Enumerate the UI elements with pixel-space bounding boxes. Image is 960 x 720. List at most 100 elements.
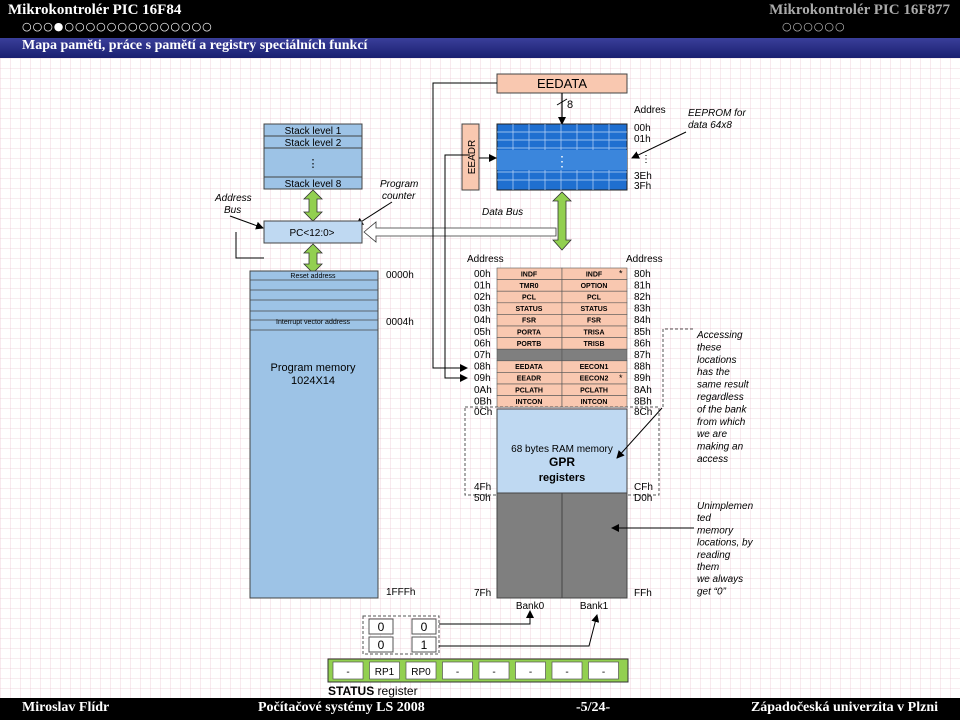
sfr-reg-bank0: TMR0 <box>519 283 538 290</box>
sfr-addr-right: 84h <box>634 315 651 326</box>
left-nav-dots[interactable]: ○○○●○○○○○○○○○○○○○○ <box>22 20 213 33</box>
rp-dashed-box <box>362 615 440 655</box>
rp-row1-rp0: 0 <box>421 620 428 634</box>
sfr-reg-bank0: INDF <box>521 271 538 278</box>
rp-row2-rp0: 1 <box>421 638 428 652</box>
accessing-note-line: from which <box>697 417 746 428</box>
address-bus-arrow <box>229 215 264 230</box>
sfr-addr-right: 83h <box>634 304 651 315</box>
bus-width-label: 8 <box>567 99 573 111</box>
gpr-addr-0ch: 0Ch <box>474 407 492 418</box>
status-bit-cell <box>588 661 619 680</box>
unimpl-bank1 <box>561 492 628 599</box>
rp-row1-bit2 <box>411 618 437 635</box>
program-memory <box>249 270 379 599</box>
right-title[interactable]: Mikrokontrolér PIC 16F877 <box>769 2 950 18</box>
rp-row2-rp1: 0 <box>378 638 385 652</box>
address-bus-label-2: Bus <box>224 205 241 216</box>
sfr-reg-bank1: INTCON <box>581 399 608 406</box>
rp-row1-bit1 <box>368 618 394 635</box>
stack-level-1: Stack level 1 <box>285 126 342 137</box>
status-bit-label: - <box>492 667 495 678</box>
sfr-addr-right: 86h <box>634 338 651 349</box>
sfr-reg-bank0: EEDATA <box>515 364 543 371</box>
section-bar: Mapa paměti, práce s pamětí a registry s… <box>0 38 960 58</box>
gpr-addr-d0h: D0h <box>634 493 652 504</box>
unimpl-bank0 <box>496 492 563 599</box>
unimpl-note-line: reading <box>697 550 731 561</box>
footer-course: Počítačové systémy LS 2008 <box>258 700 425 715</box>
status-bit-label: - <box>346 667 349 678</box>
eeprom-addr-01h: 01h <box>634 134 651 145</box>
eeadr-label: EEADR <box>467 140 478 174</box>
accessing-note-line: Accessing <box>696 330 743 341</box>
stack-ellipsis: ⋮ <box>308 158 319 170</box>
sfr-addr-left: 06h <box>474 338 491 349</box>
sfr-reg-bank1: INDF <box>586 271 603 278</box>
accessing-note-line: same result <box>697 380 750 391</box>
stack-box <box>263 123 363 190</box>
eeadr-box <box>461 123 480 191</box>
left-title[interactable]: Mikrokontrolér PIC 16F84 <box>8 2 182 18</box>
status-bit-cell <box>551 661 583 680</box>
eeprom-note-line1: EEPROM for <box>688 108 746 119</box>
status-bit-label: RP1 <box>375 667 395 678</box>
gpr-registers-label: registers <box>539 472 585 484</box>
right-nav-dots[interactable]: ○○○○○○ <box>782 20 846 33</box>
memory-map-diagram: EEDATA 8 EEADR ⋮ Addres 00h 01h 3Eh 3Fh … <box>0 58 960 698</box>
status-register-caption: STATUS register <box>328 684 418 698</box>
sfr-star-mark: * <box>619 373 623 383</box>
sfr-cell-bank1 <box>561 348 628 362</box>
sfr-addr-right: 8Ah <box>634 385 652 396</box>
sfr-addr-left: 00h <box>474 269 491 280</box>
sfr-addr-left: 0Bh <box>474 396 492 407</box>
sfr-reg-bank1: TRISA <box>584 329 605 336</box>
sfr-reg-bank1: EECON1 <box>580 364 609 371</box>
program-memory-rows <box>250 279 378 331</box>
sfr-cell-bank0 <box>496 348 563 362</box>
gpr-title: 68 bytes RAM memory <box>511 444 613 455</box>
status-bit-label: - <box>565 667 568 678</box>
sfr-addr-right: 85h <box>634 327 651 338</box>
program-memory-label-1: Program memory <box>271 362 356 374</box>
unimpl-note-line: them <box>697 562 719 573</box>
status-bit-label: - <box>529 667 532 678</box>
gpr-label: GPR <box>549 455 575 469</box>
sfr-cell-bank1 <box>561 395 628 408</box>
accessing-note-line: we are <box>697 429 727 440</box>
sfr-addr-left: 0Ah <box>474 385 492 396</box>
pc-box <box>263 220 363 244</box>
rp-row2-bit2 <box>411 636 437 653</box>
sfr-reg-bank1: OPTION <box>581 283 608 290</box>
status-bit-cell <box>332 661 364 680</box>
eeprom-cells <box>497 124 627 190</box>
gpr-addr-cfh: CFh <box>634 482 653 493</box>
unimpl-note-line: memory <box>697 525 734 536</box>
sfr-reg-bank0: INTCON <box>516 399 543 406</box>
sfr-reg-bank1: PCL <box>587 295 602 302</box>
sfr-addr-right: 8Bh <box>634 396 652 407</box>
gpr-addr-7fh: 7Fh <box>474 588 491 599</box>
stack-level-2: Stack level 2 <box>285 138 342 149</box>
status-bit-label: - <box>456 667 459 678</box>
eeprom-addr-dots: ⋮ <box>641 154 651 165</box>
accessing-note-line: of the bank <box>697 404 747 415</box>
sfr-reg-bank1: STATUS <box>581 306 608 313</box>
title-bar: Mikrokontrolér PIC 16F84 Mikrokontrolér … <box>0 0 960 38</box>
program-memory-label-2: 1024X14 <box>291 375 335 387</box>
unimpl-note-line: we always <box>697 574 743 585</box>
sfr-addr-right: 81h <box>634 280 651 291</box>
bank0-select-arrow <box>439 610 534 625</box>
program-counter-label-1: Program <box>380 179 418 190</box>
pc-label: PC<12:0> <box>289 228 334 239</box>
footer-bar: Miroslav Flídr Počítačové systémy LS 200… <box>0 698 960 720</box>
pm-addr-1fffh: 1FFFh <box>386 587 415 598</box>
stack-level-8: Stack level 8 <box>285 179 342 190</box>
accessing-note-line: regardless <box>697 392 744 403</box>
sfr-reg-bank0: PCLATH <box>515 387 543 394</box>
sfr-star-mark: * <box>619 269 623 279</box>
status-bit-cell <box>515 661 546 680</box>
sfr-addr-left: 02h <box>474 292 491 303</box>
